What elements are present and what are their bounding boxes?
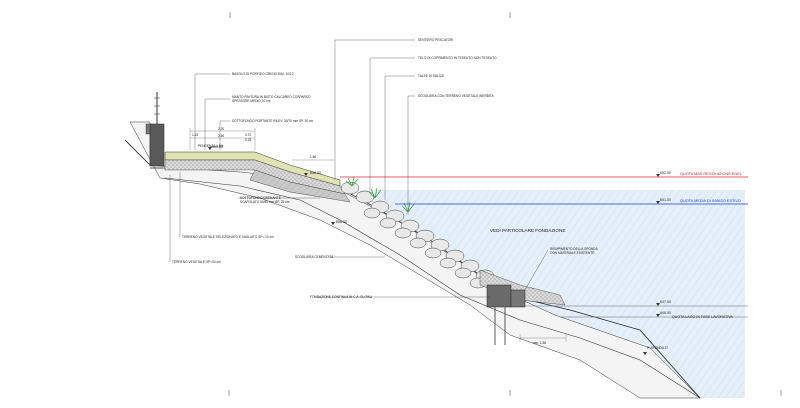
label-p-sponda: P. SPONDA 37: [647, 346, 668, 350]
ground-soil: [129, 121, 701, 399]
label-fondazione: FONDAZIONE CONTINUA IN C.A. SU PALI: [310, 295, 372, 299]
elev-660-value: 660.00: [212, 145, 223, 149]
dim-1-66: 1.66: [310, 155, 316, 159]
dim-1-50: min. 1.50: [533, 341, 546, 345]
label-basolo: BASOLO DI PORFIDO GRIGIO DIM. 10/12: [232, 72, 294, 76]
foundation-block: [486, 284, 526, 345]
label-sottofondo-drenante-1: SOTTOFONDO DRENANTE: [240, 196, 281, 200]
label-terreno-selezionato: TERRENO VEGETALE SELEZIONATO E VAGLIATO …: [182, 235, 274, 239]
label-manto-1: MANTO FINITURA IN BISTO CALCAREO COSPARS…: [232, 95, 311, 99]
dim-2-50: 2.50: [218, 134, 224, 138]
railing-post: [154, 92, 160, 124]
sheet-tick-marks: [228, 12, 782, 396]
dim-2-20: 2.20: [218, 127, 224, 131]
label-quota-media: QUOTA MEDIA DI INVASO ESTIVO: [680, 199, 741, 203]
elev-656-value: 656.50: [310, 171, 321, 175]
label-riempimento-2: CON MATERIALE ESISTENTE: [550, 251, 594, 255]
path-drainage-layer: [249, 169, 351, 203]
path-dimensions: [189, 128, 567, 342]
dim-0-25: 0.25: [245, 138, 251, 142]
label-scogliera-veg: SCOGLIERA CON TERRENO VEGETALE INERBITA: [418, 94, 495, 98]
label-sottofondo-drenante-2: SCAPOLATO 50/80 mm SP. 25 cm: [240, 200, 290, 204]
elev-summer-value: 651.00: [660, 198, 671, 202]
label-sentiero: SENTIERO PESCATORI: [418, 38, 453, 42]
subsoil-line: [164, 177, 701, 399]
elev-656b-value: 656.00: [336, 220, 347, 224]
willow-cuttings: [345, 176, 415, 213]
label-manto-2: SPESSORE MEDIO 10 cm: [232, 99, 271, 103]
elev-647-value: 647.00: [660, 300, 671, 304]
label-quota-lago: QUOTA LAGO IN FASE LAVORATIVA: [672, 315, 733, 319]
elevation-markers: [208, 147, 660, 355]
dim-pendenza: PENDENZA 1,8%: [198, 144, 223, 148]
label-riempimento-1: RIEMPIMENTO DELLA SPONDA: [550, 247, 598, 251]
leader-lines: [169, 39, 549, 298]
label-vedi-particolare: VEDI PARTICOLARE FONDAZIONE: [490, 228, 565, 233]
label-sottofondo-portante: SOTTOFONDO PORTANTE RILEV. 30/70 mm SP. …: [232, 119, 314, 123]
elev-max-value: 652.00: [660, 171, 671, 175]
label-talee: TALEE DI SALICE: [418, 74, 444, 78]
concrete-curb: [149, 123, 165, 167]
label-telo: TELO DI COPRIMENTO IN TESSUTO NON TESSUT…: [418, 56, 497, 60]
dim-0-70: 0.70: [245, 133, 251, 137]
elev-646-value: 646.50: [660, 311, 671, 315]
label-quota-max: QUOTA MAX REGOLAZIONE ENEL: [680, 172, 742, 176]
cemented-riprap: [479, 269, 566, 306]
label-terreno-vegetale: TERRENO VEGETALE SP=30 cm: [172, 260, 221, 264]
curb-cap: [145, 123, 151, 135]
dim-1-15: 1.15: [192, 133, 198, 137]
label-scogliera-cementata: SCOGLIERA CEMENTATA: [295, 255, 334, 259]
